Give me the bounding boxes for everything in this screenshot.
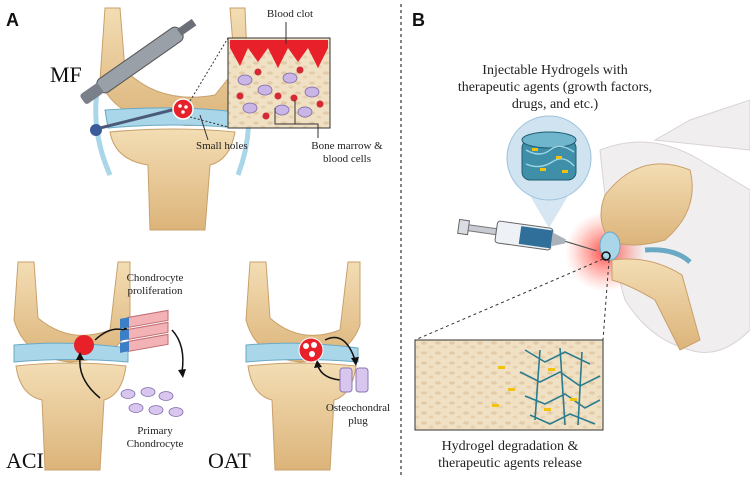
bone-marrow-label: Bone marrow & blood cells bbox=[311, 140, 383, 165]
microfracture-zoom-box bbox=[227, 37, 331, 129]
mf-label: MF bbox=[50, 62, 82, 87]
primary-chondrocyte-label: Primary Chondrocyte bbox=[126, 425, 184, 450]
blood-clot-label: Blood clot bbox=[266, 8, 314, 20]
oat-knee-illustration bbox=[245, 261, 361, 471]
injectable-hydrogels-label: Injectable Hydrogels with therapeutic ag… bbox=[457, 63, 653, 112]
mf-knee-illustration bbox=[80, 7, 252, 231]
aci-label: ACI bbox=[6, 448, 44, 473]
culture-flask-stack bbox=[120, 309, 169, 353]
oat-label: OAT bbox=[208, 448, 251, 473]
small-holes-label: Small holes bbox=[196, 140, 248, 152]
panel-b-label: B bbox=[412, 10, 425, 30]
chondrocyte-proliferation-label: Chondrocyte proliferation bbox=[126, 272, 184, 297]
hydrogel-cube bbox=[521, 131, 577, 181]
primary-chondrocyte-cells bbox=[120, 387, 184, 417]
panel-a-label: A bbox=[6, 10, 19, 30]
hydrogel-degradation-zoom bbox=[414, 339, 604, 431]
hydrogel-syringe bbox=[457, 218, 597, 252]
osteochondral-plug-icon bbox=[339, 367, 369, 393]
osteochondral-plug-label: Osteochondral plug bbox=[325, 402, 391, 427]
knee-joint-illustration bbox=[599, 163, 701, 351]
hydrogel-degradation-label: Hydrogel degradation & therapeutic agent… bbox=[438, 439, 582, 471]
aci-knee-illustration bbox=[13, 261, 131, 471]
